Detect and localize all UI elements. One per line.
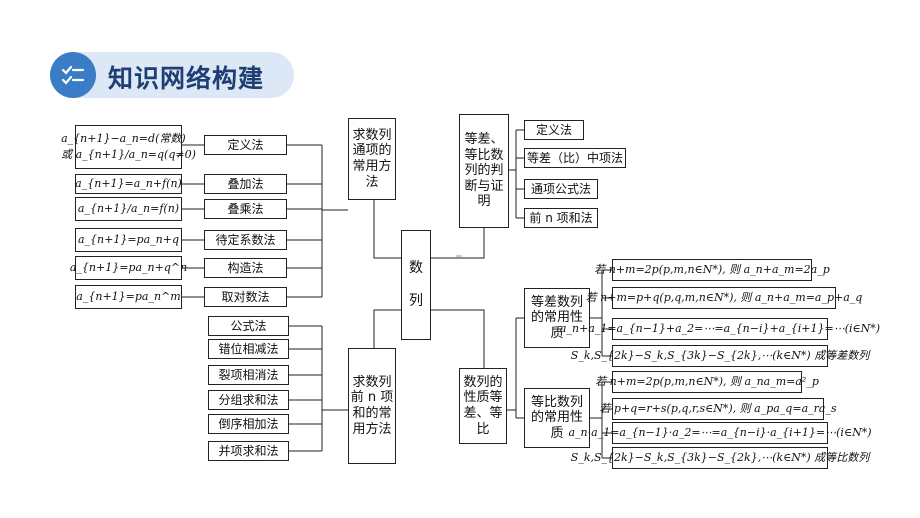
list-check-icon [50, 52, 96, 98]
sum-method-formula: 公式法 [208, 316, 289, 336]
arithmetic-property-2: 若 n+m=p+q(p,q,m,n∈N*), 则 a_n+a_m=a_p+a_q [586, 287, 862, 309]
properties-box: 数列的 性质等 差、等 比 [459, 368, 507, 444]
geometric-property-3: a_n·a_1=a_{n−1}·a_2=⋯=a_{n−i}·a_{i+1}=⋯(… [569, 422, 872, 444]
section-header: 知识网络构建 [50, 52, 294, 98]
geometric-property-4: S_k,S_{2k}−S_k,S_{3k}−S_{2k},⋯(k∈N*) 成等比… [571, 447, 869, 469]
judgment-middle-term: 等差（比）中项法 [524, 148, 626, 168]
geometric-property-1: 若 n+m=2p(p,m,n∈N*), 则 a_na_m=a²_p [595, 371, 819, 393]
method-logarithm: 取对数法 [204, 287, 287, 307]
formula-additive: a_{n+1}=a_n+f(n) [75, 174, 182, 194]
page-title: 知识网络构建 [108, 64, 265, 93]
method-additive: 叠加法 [204, 174, 287, 194]
formula-construction: a_{n+1}=pa_n+q^n [70, 256, 187, 280]
general-term-methods-box: 求数列 通项的 常用方 法 [348, 118, 396, 200]
formula-definition: a_{n+1}−a_n=d(常数) 或 a_{n+1}/a_n=q(q≠0) [61, 125, 196, 169]
sum-methods-box: 求数列 前 n 项 和的常 用方法 [348, 348, 396, 464]
arithmetic-properties-box: 等差数列 的常用性 质 [524, 288, 590, 348]
judgment-definition: 定义法 [524, 120, 584, 140]
formula-logarithm: a_{n+1}=pa_n^m [75, 285, 182, 309]
sum-method-dislocation-subtraction: 错位相减法 [208, 339, 289, 359]
formula-undetermined-coefficient: a_{n+1}=pa_n+q [75, 228, 182, 252]
divider-dot [456, 255, 462, 257]
sum-method-split-cancel: 裂项相消法 [208, 365, 289, 385]
method-definition: 定义法 [204, 135, 287, 155]
sum-method-merge: 并项求和法 [208, 441, 289, 461]
method-multiplicative: 叠乘法 [204, 199, 287, 219]
method-construction: 构造法 [204, 258, 287, 278]
sum-method-group: 分组求和法 [208, 390, 289, 410]
arithmetic-property-4: S_k,S_{2k}−S_k,S_{3k}−S_{2k},⋯(k∈N*) 成等差… [571, 345, 869, 367]
arithmetic-property-1: 若 n+m=2p(p,m,n∈N*), 则 a_n+a_m=2a_p [594, 259, 830, 281]
judgment-box: 等差、 等比数 列的判 断与证 明 [459, 114, 509, 228]
method-undetermined-coefficient: 待定系数法 [204, 230, 287, 250]
judgment-first-n-sum: 前 n 项和法 [524, 208, 598, 228]
geometric-property-2: 若 p+q=r+s(p,q,r,s∈N*), 则 a_pa_q=a_ra_s [599, 398, 837, 420]
arithmetic-property-3: a_n+a_1=a_{n−1}+a_2=⋯=a_{n−i}+a_{i+1}=⋯(… [560, 318, 880, 340]
formula-multiplicative: a_{n+1}/a_n=f(n) [75, 197, 182, 221]
center-sequence-box: 数 列 [401, 230, 431, 340]
sum-method-reverse-add: 倒序相加法 [208, 414, 289, 434]
geometric-properties-box: 等比数列 的常用性 质 [524, 388, 590, 448]
judgment-general-formula: 通项公式法 [524, 179, 598, 199]
